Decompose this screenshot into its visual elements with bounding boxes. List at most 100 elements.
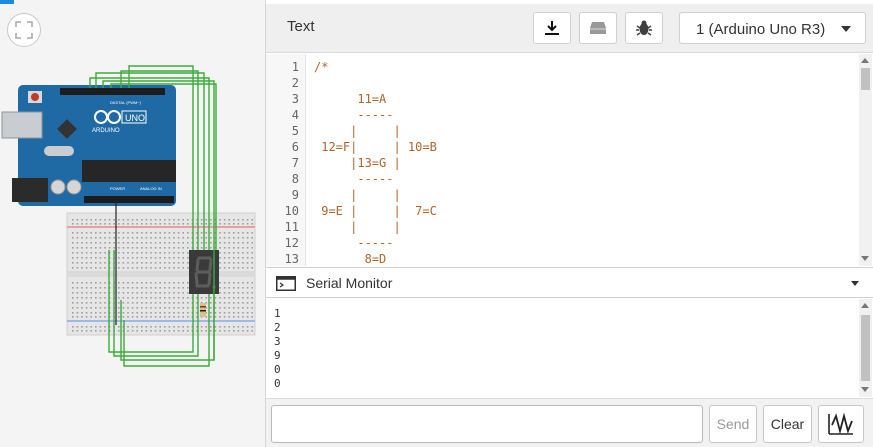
breadboard-hole xyxy=(242,252,244,254)
editor-scroll-thumb[interactable] xyxy=(861,68,870,90)
resistor[interactable] xyxy=(200,303,206,317)
breadboard-hole xyxy=(85,252,88,254)
breadboard-hole xyxy=(187,252,189,254)
breadboard-hole xyxy=(72,247,74,249)
send-button[interactable]: Send xyxy=(709,405,757,443)
scroll-down-icon[interactable] xyxy=(861,256,869,261)
line-number: 2 xyxy=(291,76,299,90)
line-number: 5 xyxy=(291,124,299,138)
editor-mode-dropdown[interactable]: Text xyxy=(287,18,315,35)
breadboard-hole xyxy=(182,252,184,254)
breadboard-hole xyxy=(95,247,97,249)
editor-vertical-scrollbar[interactable] xyxy=(859,54,872,266)
breadboard-hole xyxy=(177,330,180,332)
breadboard-hole xyxy=(159,282,161,284)
breadboard-hole xyxy=(95,242,97,244)
breadboard-hole xyxy=(127,237,129,239)
code-line[interactable]: |13=G | xyxy=(314,156,401,170)
breadboard-hole xyxy=(223,223,226,225)
code-line[interactable]: | | xyxy=(314,188,401,202)
clear-button[interactable]: Clear xyxy=(763,405,812,443)
breadboard-hole xyxy=(131,242,134,244)
breadboard-hole xyxy=(223,237,226,239)
serial-monitor-header[interactable]: Serial Monitor xyxy=(266,267,873,298)
breadboard-hole xyxy=(104,297,106,299)
libraries-button[interactable] xyxy=(579,12,617,44)
breadboard-hole xyxy=(122,223,125,225)
code-line[interactable]: 12=F| | 10=B xyxy=(314,140,437,154)
serial-input[interactable] xyxy=(271,405,703,443)
breadboard-hole xyxy=(164,297,166,299)
breadboard-hole xyxy=(118,330,120,332)
code-line[interactable]: | | xyxy=(314,220,401,234)
arduino-uno-board[interactable]: ARDUINO UNO DIGITAL (PWM~) POWER ANALOG … xyxy=(1,85,176,206)
arduino-infinity-logo xyxy=(94,110,121,124)
breadboard-hole xyxy=(246,237,249,239)
breadboard[interactable] xyxy=(66,212,256,336)
scroll-down-icon[interactable] xyxy=(861,387,869,392)
breadboard-hole xyxy=(154,219,157,221)
download-code-button[interactable] xyxy=(533,12,571,44)
breadboard-hole xyxy=(173,219,175,221)
circuit-canvas[interactable]: ARDUINO UNO DIGITAL (PWM~) POWER ANALOG … xyxy=(0,0,265,447)
breadboard-hole xyxy=(177,282,180,284)
debugger-button[interactable] xyxy=(625,12,663,44)
code-line[interactable]: 11=A xyxy=(314,92,387,106)
breadboard-hole xyxy=(99,292,102,294)
chevron-down-icon[interactable] xyxy=(851,281,859,286)
breadboard-hole xyxy=(81,292,83,294)
breadboard-hole xyxy=(113,237,115,239)
scroll-up-icon[interactable] xyxy=(861,58,869,63)
code-line[interactable]: ----- xyxy=(314,236,394,250)
code-line[interactable]: 9=E | | 7=C xyxy=(314,204,437,218)
breadboard-hole xyxy=(127,223,129,225)
breadboard-hole xyxy=(228,297,230,299)
breadboard-hole xyxy=(99,316,102,318)
green-wires[interactable] xyxy=(89,65,217,367)
breadboard-hole xyxy=(242,326,244,328)
breadboard-hole xyxy=(228,219,230,221)
breadboard-hole xyxy=(196,330,198,332)
breadboard-hole xyxy=(210,297,212,299)
breadboard-hole xyxy=(104,219,106,221)
breadboard-hole xyxy=(131,252,134,254)
breadboard-hole xyxy=(159,267,161,269)
breadboard-hole xyxy=(131,316,134,318)
breadboard-hole xyxy=(159,307,161,309)
breadboard-hole xyxy=(187,282,189,284)
breadboard-hole xyxy=(145,232,148,234)
graph-toggle-button[interactable] xyxy=(818,405,864,443)
circuit-diagram[interactable]: ARDUINO UNO DIGITAL (PWM~) POWER ANALOG … xyxy=(0,0,265,447)
board-select-dropdown[interactable]: 1 (Arduino Uno R3) xyxy=(679,12,866,44)
breadboard-hole xyxy=(122,302,125,304)
breadboard-hole xyxy=(242,287,244,289)
scroll-up-icon[interactable] xyxy=(861,303,869,308)
breadboard-hole xyxy=(205,247,207,249)
breadboard-hole xyxy=(72,326,74,328)
breadboard-hole xyxy=(136,247,138,249)
code-line[interactable]: ----- xyxy=(314,172,394,186)
breadboard-hole xyxy=(251,247,253,249)
breadboard-hole xyxy=(177,257,180,259)
breadboard-hole xyxy=(233,223,235,225)
breadboard-hole xyxy=(251,267,253,269)
code-line[interactable]: /* xyxy=(314,60,329,74)
breadboard-hole xyxy=(108,242,111,244)
serial-vertical-scrollbar[interactable] xyxy=(859,299,872,397)
serial-scroll-thumb[interactable] xyxy=(861,315,870,381)
code-line[interactable]: | | xyxy=(314,124,401,138)
breadboard-hole xyxy=(223,287,226,289)
breadboard-hole xyxy=(145,302,148,304)
breadboard-hole xyxy=(85,292,88,294)
line-number: 12 xyxy=(284,236,299,250)
breadboard-hole xyxy=(246,287,249,289)
fit-to-view-button[interactable] xyxy=(7,13,41,47)
breadboard-hole xyxy=(108,223,111,225)
code-line[interactable]: 8=D xyxy=(314,252,387,266)
code-line[interactable]: ----- xyxy=(314,108,394,122)
breadboard-hole xyxy=(177,307,180,309)
breadboard-hole xyxy=(154,267,157,269)
breadboard-hole xyxy=(210,312,212,314)
line-number: 13 xyxy=(284,252,299,266)
